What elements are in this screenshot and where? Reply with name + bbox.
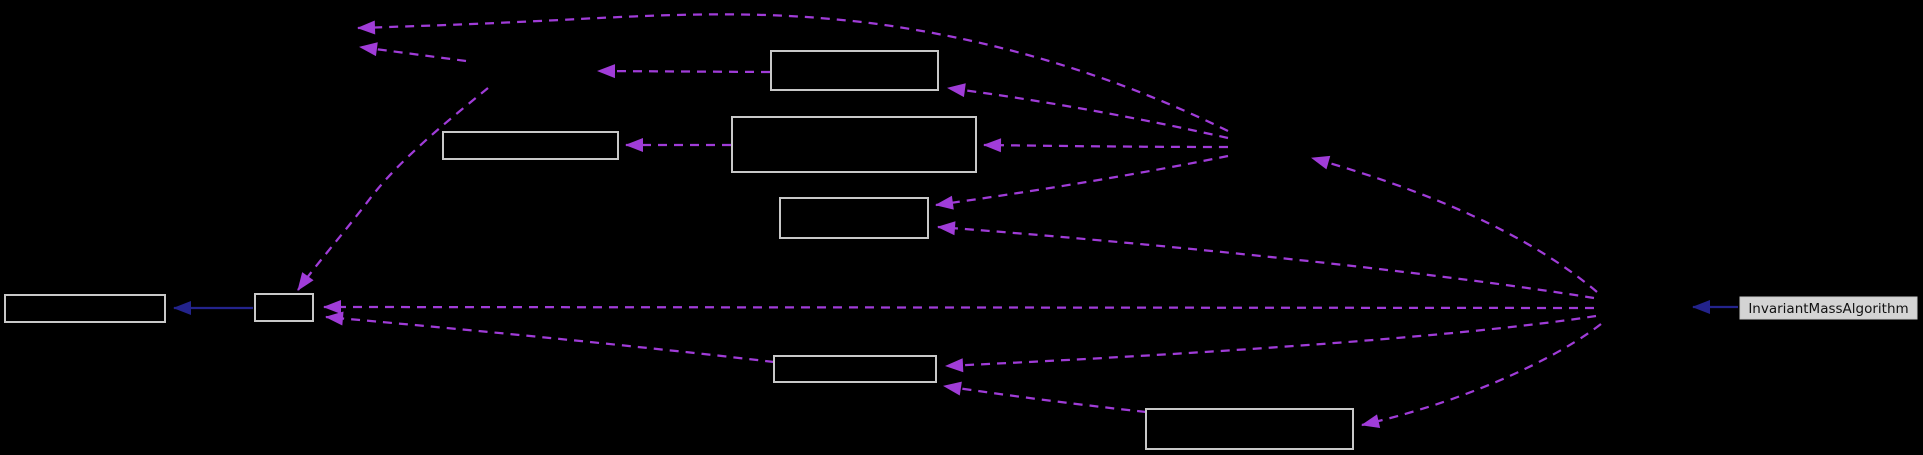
usage-bottom-to-centerbottom [943,381,1147,414]
node-box-class-hub-small[interactable] [254,293,314,322]
node-class-far-left[interactable] [4,294,166,323]
node-class-top[interactable] [770,50,939,91]
node-label-class-current: InvariantMassAlgorithm [1748,301,1908,317]
usage-hubA-to-top [947,83,1229,140]
node-class-hub-small[interactable] [254,293,314,322]
node-box-class-far-left[interactable] [4,294,166,323]
node-box-class-left-mid[interactable] [442,131,619,160]
node-class-left-mid[interactable] [442,131,619,160]
usage-hubC-to-hubsmall [297,87,489,291]
node-box-class-center-bottom[interactable] [773,355,937,383]
usage-top-to-hubC [597,64,771,79]
usage-centerbottom-to-hubsmall [325,311,775,364]
node-class-large-center[interactable] [731,116,977,173]
usage-hubB-to-mid [937,221,1595,300]
node-class-bottom[interactable] [1145,408,1354,450]
usage-hubB-to-hubA [1311,155,1598,293]
usage-hubB-to-bottom [1361,323,1602,429]
usage-hubB-to-centerbottom [945,314,1597,373]
node-box-class-bottom[interactable] [1145,408,1354,450]
node-box-class-large-center[interactable] [731,116,977,173]
usage-hubA-to-mid [935,154,1229,210]
node-class-current[interactable]: InvariantMassAlgorithm [1739,296,1918,320]
usage-hubA-to-topleft-node [357,13,1229,133]
node-class-mid-center[interactable] [779,197,929,239]
node-box-class-top[interactable] [770,50,939,91]
usage-hubC-to-topleft-node [359,42,467,63]
usage-hubA-to-large [983,138,1229,153]
node-class-center-bottom[interactable] [773,355,937,383]
usage-hubB-to-hubsmall [323,300,1595,315]
node-box-class-current[interactable] [1739,296,1918,320]
node-box-class-mid-center[interactable] [779,197,929,239]
